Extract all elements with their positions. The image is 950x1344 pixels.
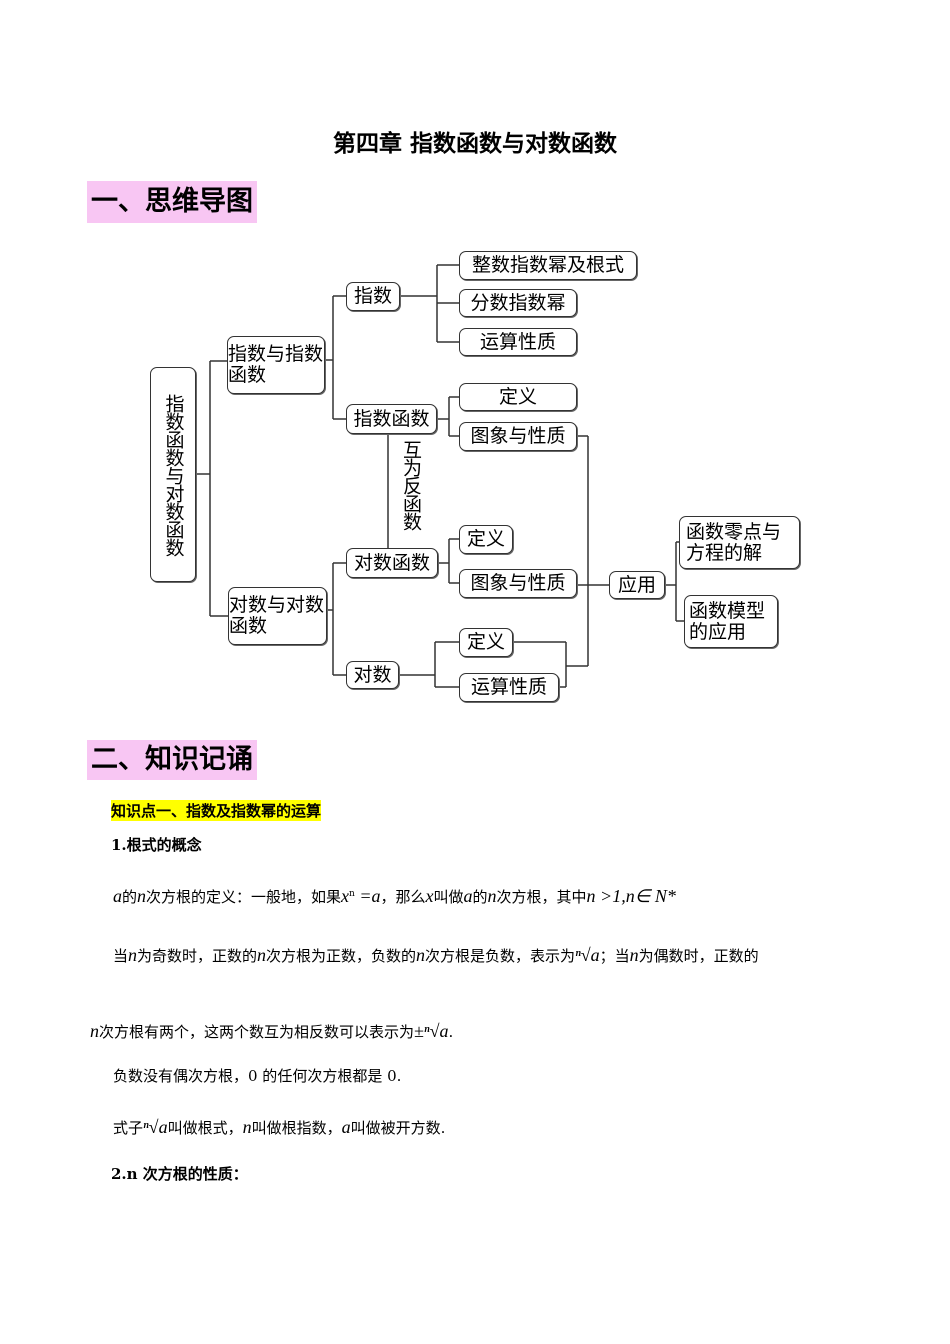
section-heading-knowledge: 二、知识记诵: [87, 740, 257, 780]
node-integer-exponent: 整数指数幂及根式: [459, 251, 637, 280]
node-log-func: 对数函数: [346, 548, 438, 578]
node-log-operations: 运算性质: [459, 673, 559, 702]
node-exp-operations: 运算性质: [459, 328, 577, 356]
knowledge-point-heading: 知识点一、指数及指数幂的运算: [111, 800, 322, 821]
node-log-group: 对数与对数函数: [228, 587, 327, 645]
mindmap-connectors: [196, 264, 684, 688]
paragraph-nth-root-definition: a的n次方根的定义：一般地，如果xn =a，那么x叫做a的n次方根，其中n >1…: [113, 886, 676, 906]
node-zeros-equations: 函数零点与方程的解: [679, 516, 800, 569]
subheading-radical-concept: 1.根式的概念: [111, 836, 202, 854]
subheading-nth-root-properties: 2.n 次方根的性质：: [111, 1165, 248, 1183]
node-exp-group: 指数与指数函数: [227, 336, 325, 394]
paragraph-negative-numbers: 负数没有偶次方根，0 的任何次方根都是 0.: [113, 1067, 402, 1085]
node-exp-func: 指数函数: [346, 404, 437, 434]
section-heading-mindmap: 一、思维导图: [87, 181, 257, 223]
paragraph-radical-terms: 式子ⁿ√a叫做根式，n叫做根指数，a叫做被开方数.: [113, 1117, 446, 1137]
node-fraction-exponent: 分数指数幂: [459, 289, 577, 317]
node-exp-func-definition: 定义: [459, 383, 577, 411]
node-application: 应用: [609, 571, 665, 599]
node-function-models: 函数模型的应用: [684, 595, 778, 648]
paragraph-odd-even-roots: 当n为奇数时，正数的n次方根为正数，负数的n次方根是负数，表示为ⁿ√a；当n为偶…: [113, 945, 759, 965]
node-log-func-graph: 图象与性质: [459, 569, 577, 598]
inverse-label: 互为反函数: [400, 440, 422, 530]
node-log-func-definition: 定义: [459, 525, 513, 554]
node-exp-func-graph: 图象与性质: [459, 422, 577, 451]
node-log: 对数: [346, 661, 399, 689]
node-exp: 指数: [346, 282, 400, 311]
mindmap-root: 指数函数与对数函数: [150, 367, 196, 582]
node-log-definition: 定义: [459, 628, 513, 657]
chapter-title: 第四章 指数函数与对数函数: [332, 130, 617, 157]
paragraph-even-roots: n次方根有两个，这两个数互为相反数可以表示为±ⁿ√a.: [90, 1021, 454, 1041]
